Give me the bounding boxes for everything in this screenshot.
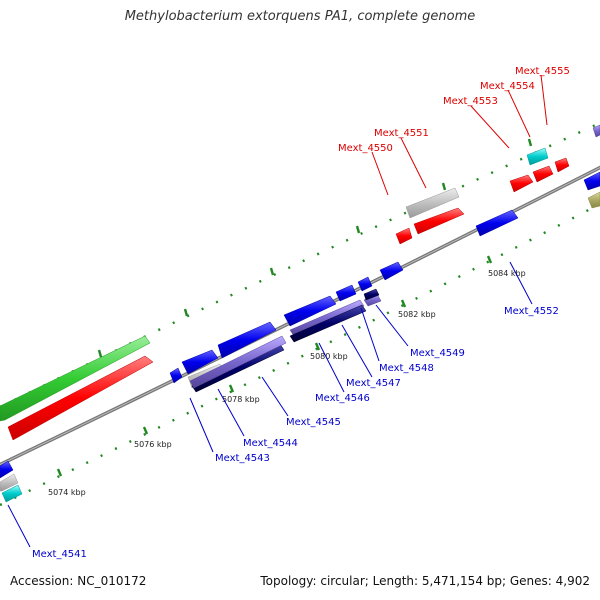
- gene-feature[interactable]: [526, 147, 549, 166]
- gene-feature[interactable]: [363, 288, 380, 301]
- genome-summary-text: Topology: circular; Length: 5,471,154 bp…: [260, 574, 590, 588]
- gene-label-bottom[interactable]: Mext_4544: [243, 438, 298, 449]
- gene-feature[interactable]: [475, 209, 519, 237]
- gene-feature[interactable]: [554, 157, 570, 173]
- gene-label-top[interactable]: Mext_4550: [338, 143, 393, 154]
- gene-feature[interactable]: [283, 295, 337, 327]
- gene-label-top[interactable]: Mext_4554: [480, 81, 535, 92]
- gene-feature[interactable]: [379, 261, 404, 281]
- gene-feature[interactable]: [169, 367, 183, 384]
- major-ticks: [56, 138, 533, 477]
- bottom-leader-lines: [7, 261, 533, 548]
- gene-feature[interactable]: [357, 276, 373, 292]
- gene-feature[interactable]: [181, 349, 219, 375]
- gene-label-bottom[interactable]: Mext_4545: [286, 417, 341, 428]
- gene-feature[interactable]: [592, 124, 600, 138]
- gene-feature[interactable]: [583, 171, 600, 191]
- inner-tick-arc: [0, 202, 600, 507]
- gene-feature[interactable]: [587, 191, 600, 209]
- gene-feature[interactable]: [413, 207, 465, 235]
- reverse-strand-features[interactable]: [0, 171, 600, 503]
- gene-feature[interactable]: [289, 304, 367, 343]
- scale-label-5078: 5078 kbp: [222, 395, 260, 404]
- scale-label-5076: 5076 kbp: [134, 440, 172, 449]
- gene-feature[interactable]: [509, 174, 534, 193]
- gene-feature[interactable]: [289, 299, 365, 337]
- gene-feature[interactable]: [217, 321, 277, 359]
- gene-feature[interactable]: [1, 484, 23, 503]
- gene-feature[interactable]: [405, 187, 460, 219]
- gene-label-bottom[interactable]: Mext_4547: [346, 378, 401, 389]
- gene-label-bottom[interactable]: Mext_4543: [215, 453, 270, 464]
- gene-feature[interactable]: [532, 165, 554, 183]
- gene-feature[interactable]: [191, 343, 285, 393]
- gene-label-bottom[interactable]: Mext_4546: [315, 393, 370, 404]
- scale-label-5080: 5080 kbp: [310, 352, 348, 361]
- gene-feature[interactable]: [0, 473, 19, 492]
- gene-label-bottom[interactable]: Mext_4541: [32, 549, 87, 560]
- gene-feature[interactable]: [0, 335, 151, 422]
- scale-label-5082: 5082 kbp: [398, 310, 436, 319]
- accession-text: Accession: NC_010172: [10, 574, 147, 588]
- gene-label-top[interactable]: Mext_4555: [515, 66, 570, 77]
- forward-strand-features[interactable]: [0, 124, 600, 441]
- map-title: Methylobacterium extorquens PA1, complet…: [124, 9, 476, 24]
- top-leader-lines: [371, 74, 548, 196]
- scale-label-5084: 5084 kbp: [488, 269, 526, 278]
- gene-feature[interactable]: [0, 460, 14, 479]
- gene-label-bottom[interactable]: Mext_4549: [410, 348, 465, 359]
- gene-label-bottom[interactable]: Mext_4552: [504, 306, 559, 317]
- gene-label-top[interactable]: Mext_4553: [443, 96, 498, 107]
- gene-feature[interactable]: [335, 284, 357, 302]
- gene-feature[interactable]: [7, 355, 154, 441]
- gene-label-bottom[interactable]: Mext_4548: [379, 363, 434, 374]
- gene-feature[interactable]: [189, 335, 287, 389]
- scale-label-5074: 5074 kbp: [48, 488, 86, 497]
- gene-feature[interactable]: [395, 227, 413, 245]
- gene-label-top[interactable]: Mext_4551: [374, 128, 429, 139]
